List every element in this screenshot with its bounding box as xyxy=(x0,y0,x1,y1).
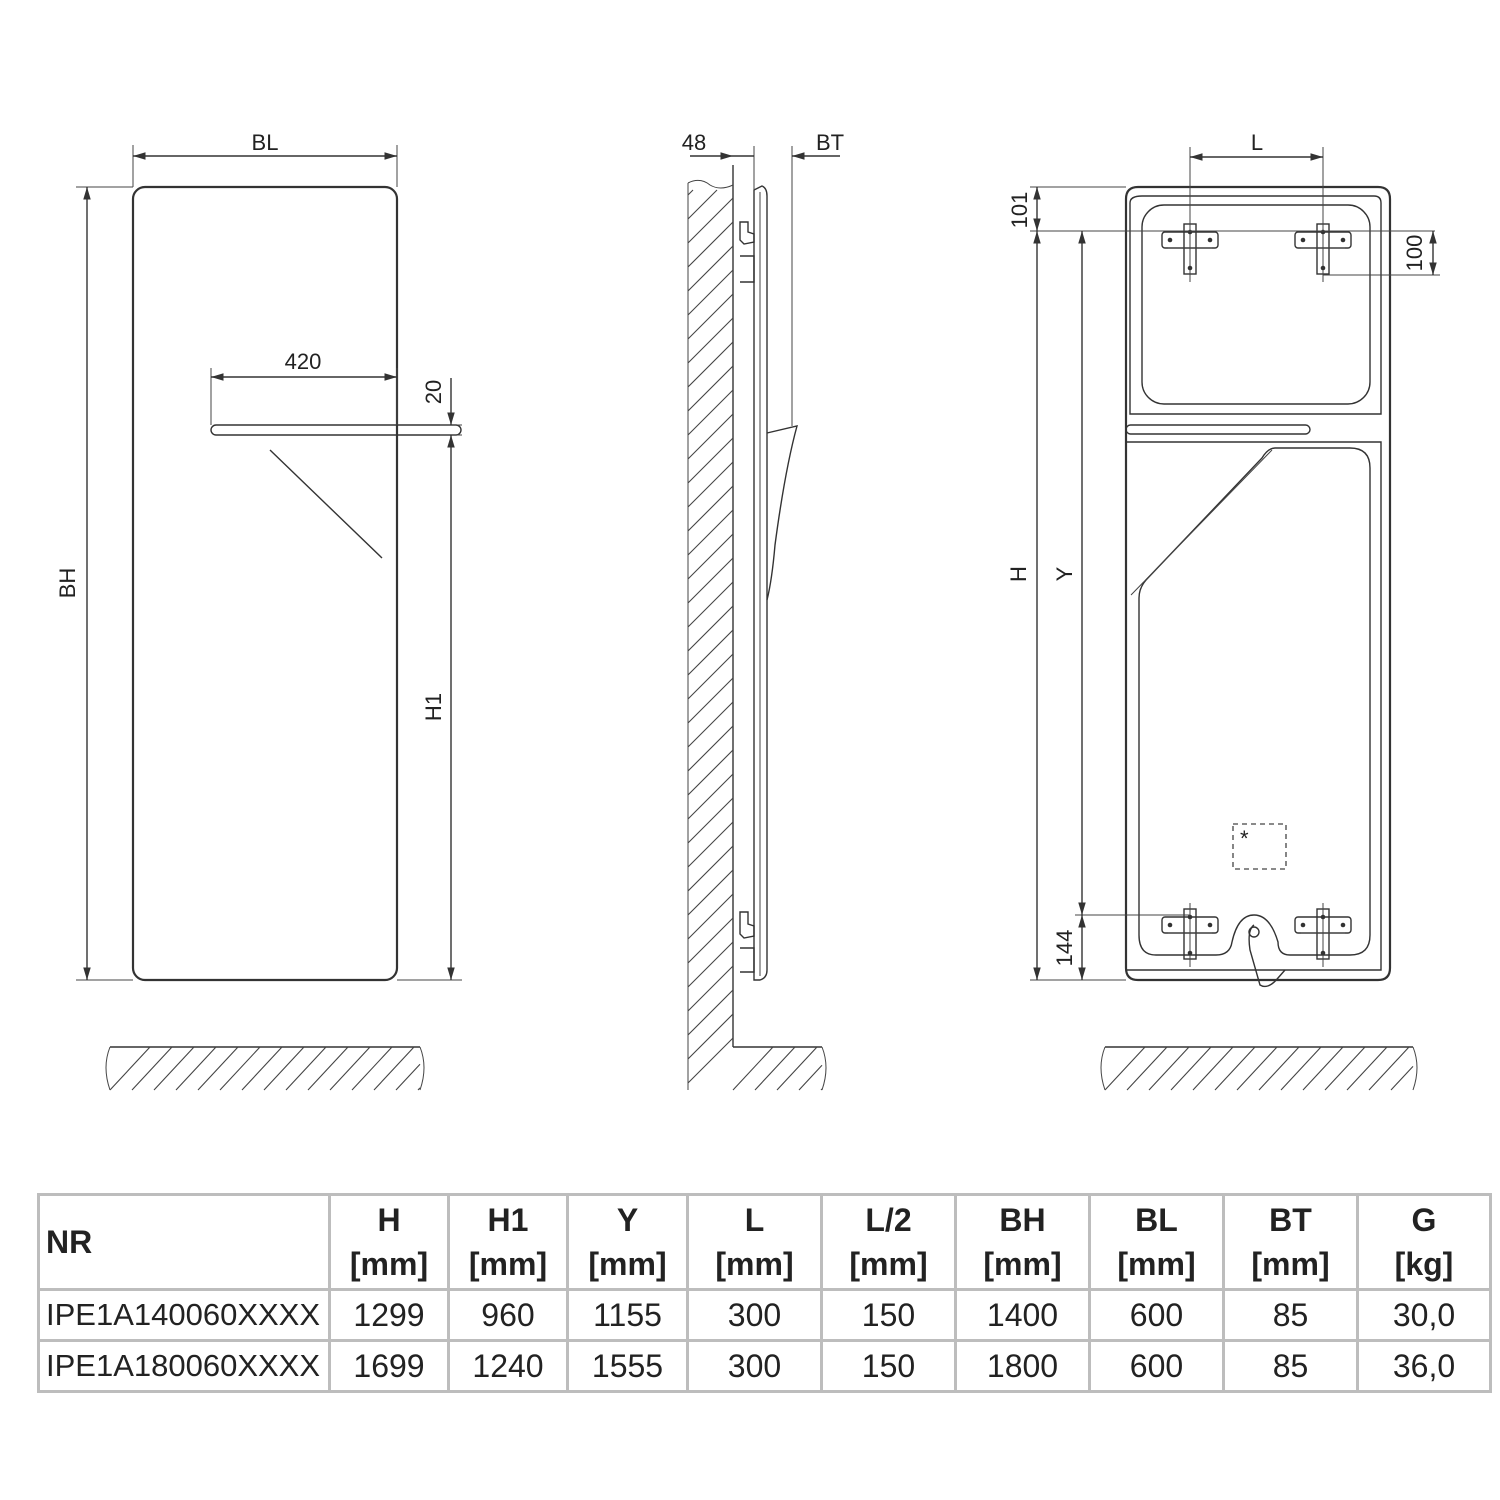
mounting-bracket xyxy=(1161,218,1219,282)
column-name: L/2 xyxy=(865,1202,912,1238)
label-h1: H1 xyxy=(421,693,446,721)
table-cell: 150 xyxy=(820,1288,957,1342)
column-name: Y xyxy=(616,1202,639,1238)
label-bl: BL xyxy=(252,130,279,155)
mounting-bracket xyxy=(1161,903,1219,967)
column-unit: [mm] xyxy=(468,1246,548,1282)
label-shelf-width: 420 xyxy=(285,349,322,374)
front-panel xyxy=(131,185,399,982)
column-header: Y [mm] xyxy=(566,1193,689,1291)
back-panel xyxy=(1124,185,1392,982)
column-unit: [mm] xyxy=(715,1246,794,1282)
column-unit: [mm] xyxy=(1117,1246,1196,1282)
label-l: L xyxy=(1251,130,1263,155)
towel-shelf xyxy=(210,424,462,436)
column-name: H1 xyxy=(487,1202,529,1238)
bottom-bracket xyxy=(739,911,755,973)
table-header-row: NR H [mm] H1 [mm] Y [mm] L [mm] L/2 [mm] BH [mm] BL [m… xyxy=(37,1193,1492,1291)
table-cell: 36,0 xyxy=(1356,1339,1492,1393)
label-h: H xyxy=(1006,566,1031,582)
label-100: 100 xyxy=(1402,235,1427,272)
table-cell: 960 xyxy=(447,1288,569,1342)
floor-hatch-back xyxy=(1100,1046,1418,1091)
table-cell: 1800 xyxy=(954,1339,1091,1393)
column-unit: [kg] xyxy=(1394,1246,1454,1282)
column-header: L/2 [mm] xyxy=(820,1193,957,1291)
front-view: BL BH 420 20 H1 xyxy=(55,130,462,1091)
table-cell: 1699 xyxy=(328,1339,450,1393)
column-name: H xyxy=(377,1202,401,1238)
column-name: BH xyxy=(999,1202,1046,1238)
column-header: BL [mm] xyxy=(1088,1193,1225,1291)
table-cell: 150 xyxy=(820,1339,957,1393)
side-panel-profile xyxy=(753,185,768,981)
table-cell: 1299 xyxy=(328,1288,450,1342)
column-header: BH [mm] xyxy=(954,1193,1091,1291)
mounting-bracket xyxy=(1294,218,1352,282)
label-asterisk: * xyxy=(1240,826,1249,851)
label-y: Y xyxy=(1052,566,1077,581)
column-unit: [mm] xyxy=(1251,1246,1330,1282)
table-cell: 85 xyxy=(1222,1288,1359,1342)
lower-heating-element xyxy=(1138,447,1371,956)
column-name: L xyxy=(744,1202,765,1238)
power-cable xyxy=(1248,924,1286,988)
table-cell: 30,0 xyxy=(1356,1288,1492,1342)
table-cell: IPE1A140060XXXX xyxy=(37,1288,331,1342)
table-cell: 1400 xyxy=(954,1288,1091,1342)
column-unit: [mm] xyxy=(588,1246,667,1282)
column-name: BL xyxy=(1135,1202,1178,1238)
top-bracket xyxy=(739,221,755,283)
table-cell: IPE1A180060XXXX xyxy=(37,1339,331,1393)
column-header: H1 [mm] xyxy=(447,1193,569,1291)
table-cell: 300 xyxy=(686,1339,823,1393)
label-144: 144 xyxy=(1052,930,1077,967)
table-cell: 300 xyxy=(686,1288,823,1342)
column-unit: [mm] xyxy=(983,1246,1062,1282)
column-name: NR xyxy=(46,1224,93,1260)
column-unit: [mm] xyxy=(849,1246,928,1282)
table-cell: 600 xyxy=(1088,1288,1225,1342)
side-view: 48 BT xyxy=(682,130,844,1091)
side-shelf-profile xyxy=(766,425,798,601)
upper-heating-element xyxy=(1141,204,1371,405)
column-unit: [mm] xyxy=(349,1246,429,1282)
label-101: 101 xyxy=(1007,192,1032,229)
table-cell: 600 xyxy=(1088,1339,1225,1393)
column-header: NR xyxy=(37,1193,331,1291)
column-name: G xyxy=(1411,1202,1437,1238)
technical-drawing: BL BH 420 20 H1 xyxy=(55,130,1440,1091)
column-name: BT xyxy=(1269,1202,1312,1238)
label-bt: BT xyxy=(816,130,844,155)
table-cell: 85 xyxy=(1222,1339,1359,1393)
specification-table: NR H [mm] H1 [mm] Y [mm] L [mm] L/2 [mm] BH [mm] BL [m… xyxy=(37,1193,1492,1393)
mounting-bracket xyxy=(1294,903,1352,967)
table-cell: 1240 xyxy=(447,1339,569,1393)
control-box-dashed xyxy=(1232,823,1287,870)
column-header: H [mm] xyxy=(328,1193,450,1291)
shelf-support-line xyxy=(269,449,383,559)
column-header: G [kg] xyxy=(1356,1193,1492,1291)
label-wall-offset: 48 xyxy=(682,130,706,155)
table-cell: 1555 xyxy=(566,1339,689,1393)
table-cell: 1155 xyxy=(566,1288,689,1342)
back-view: * L 101 100 H Y 144 xyxy=(1006,130,1440,1091)
column-header: L [mm] xyxy=(686,1193,823,1291)
column-header: BT [mm] xyxy=(1222,1193,1359,1291)
floor-hatch-front xyxy=(105,1046,425,1091)
label-bh: BH xyxy=(55,568,80,599)
label-shelf-thickness: 20 xyxy=(421,380,446,404)
